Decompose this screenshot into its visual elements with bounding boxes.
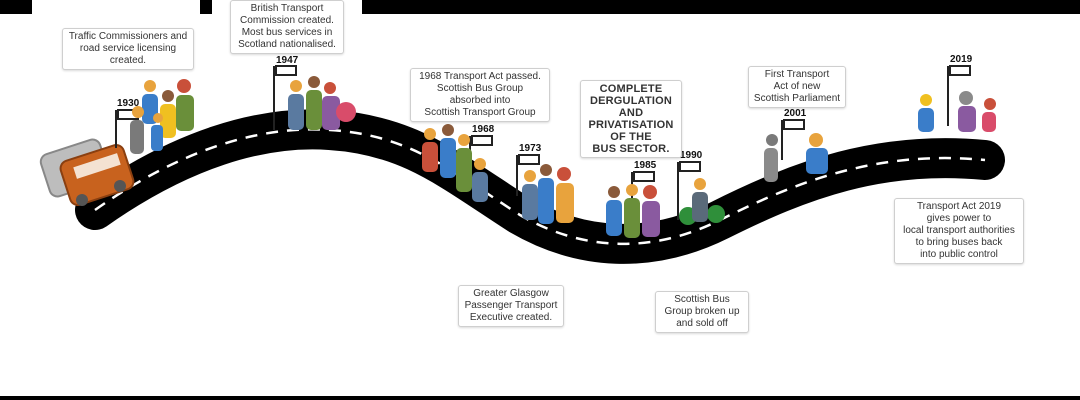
bottom-frame-bar	[0, 396, 1080, 400]
person-icon	[806, 133, 828, 174]
event-callout-1990: Scottish Bus Group broken up and sold of…	[655, 291, 749, 333]
person-icon	[918, 94, 934, 132]
person-icon	[982, 98, 996, 132]
person-icon	[130, 106, 144, 154]
event-callout-1947: British Transport Commission created. Mo…	[230, 0, 344, 54]
people-group-icon	[130, 76, 996, 238]
year-label-1973: 1973	[519, 143, 542, 154]
person-icon	[160, 90, 176, 138]
year-label-1968: 1968	[472, 124, 495, 135]
event-callout-1985: COMPLETE DERGULATION AND PRIVATISATION O…	[580, 80, 682, 158]
year-label-1990: 1990	[680, 150, 703, 161]
event-callout-2019: Transport Act 2019 gives power to local …	[894, 198, 1024, 264]
person-icon	[522, 170, 538, 220]
person-icon	[958, 91, 976, 132]
person-icon	[151, 113, 163, 151]
person-icon	[322, 82, 340, 130]
person-icon	[606, 186, 622, 236]
year-label-1930: 1930	[117, 98, 140, 109]
person-icon	[456, 134, 472, 192]
person-icon	[642, 185, 660, 237]
road-center-line	[94, 128, 986, 246]
event-callout-1973: Greater Glasgow Passenger Transport Exec…	[458, 285, 564, 327]
year-label-1947: 1947	[276, 55, 299, 66]
person-icon	[422, 128, 438, 172]
person-icon	[692, 178, 708, 222]
person-icon	[764, 134, 778, 182]
person-icon	[176, 79, 194, 131]
year-label-2019: 2019	[950, 54, 973, 65]
bus-stop-sign-icon	[115, 65, 971, 222]
person-icon	[288, 80, 304, 130]
person-icon	[624, 184, 640, 238]
event-callout-2001: First Transport Act of new Scottish Parl…	[748, 66, 846, 108]
person-icon	[538, 164, 554, 224]
person-icon	[556, 167, 574, 223]
event-callout-1968: 1968 Transport Act passed. Scottish Bus …	[410, 68, 550, 122]
person-icon	[472, 158, 488, 202]
year-label-2001: 2001	[784, 108, 807, 119]
person-icon	[440, 124, 456, 178]
bus-icon	[39, 138, 135, 206]
year-label-1985: 1985	[634, 160, 657, 171]
event-callout-1930: Traffic Commissioners and road service l…	[62, 28, 194, 70]
top-frame-gap	[32, 0, 200, 14]
person-icon	[306, 76, 322, 130]
